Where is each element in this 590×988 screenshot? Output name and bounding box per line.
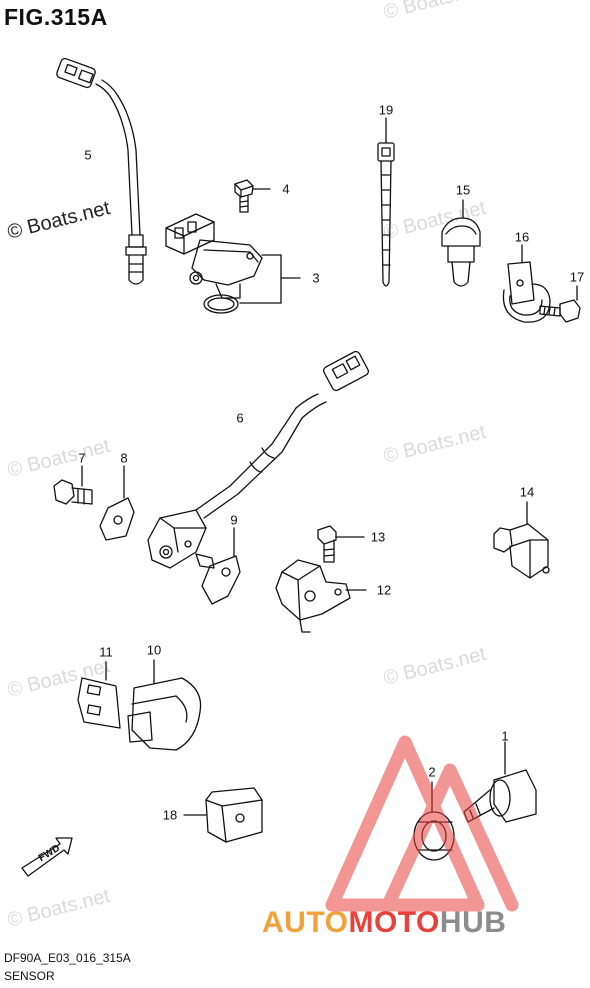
callout-9: 9 <box>230 512 238 528</box>
part-8-plate <box>99 465 135 541</box>
callout-1: 1 <box>501 728 509 744</box>
part-10-boot <box>127 659 202 751</box>
callout-8: 8 <box>120 450 128 466</box>
callout-3: 3 <box>312 270 320 286</box>
callout-7: 7 <box>78 450 86 466</box>
brand-triangle-logo <box>325 735 519 912</box>
part-3-sensor <box>165 213 301 314</box>
brand-part-moto: MOTO <box>348 906 440 939</box>
callout-18: 18 <box>162 807 178 823</box>
callout-2: 2 <box>428 764 436 780</box>
callout-12: 12 <box>376 582 392 598</box>
callout-15: 15 <box>455 182 471 198</box>
callout-14: 14 <box>519 484 535 500</box>
part-16-clamp <box>502 244 551 323</box>
callout-13: 13 <box>370 529 386 545</box>
callout-11: 11 <box>99 644 113 660</box>
brand-part-hub: HUB <box>439 906 507 939</box>
part-13-bolt <box>317 525 365 563</box>
part-19-cable-tie <box>377 117 395 287</box>
callout-19: 19 <box>378 102 394 118</box>
part-4-bolt <box>234 179 271 213</box>
part-17-bolt <box>539 285 581 323</box>
callout-17: 17 <box>569 269 585 285</box>
brand-wordmark: AUTOMOTOHUB <box>262 906 506 940</box>
part-6-sensor-cable <box>147 350 370 569</box>
figure-title: FIG.315A <box>4 4 108 30</box>
callout-5: 5 <box>84 147 92 163</box>
fwd-arrow-icon <box>21 837 73 877</box>
part-12-sensor <box>275 559 367 633</box>
part-11-clip <box>77 661 121 729</box>
callout-4: 4 <box>282 181 290 197</box>
part-9-bracket <box>195 527 241 605</box>
diagram-code: DF90A_E03_016_315A <box>4 951 131 965</box>
part-14-knock-sensor <box>493 501 550 579</box>
callout-16: 16 <box>514 229 530 245</box>
callout-10: 10 <box>146 642 162 658</box>
section-name: SENSOR <box>4 969 55 983</box>
part-5-sensor-cable <box>56 57 147 285</box>
brand-part-auto: AUTO <box>262 906 349 939</box>
part-7-bolt <box>53 465 93 505</box>
part-15-clip <box>441 199 481 287</box>
part-18-connector-cap <box>183 787 263 843</box>
callout-6: 6 <box>236 410 244 426</box>
